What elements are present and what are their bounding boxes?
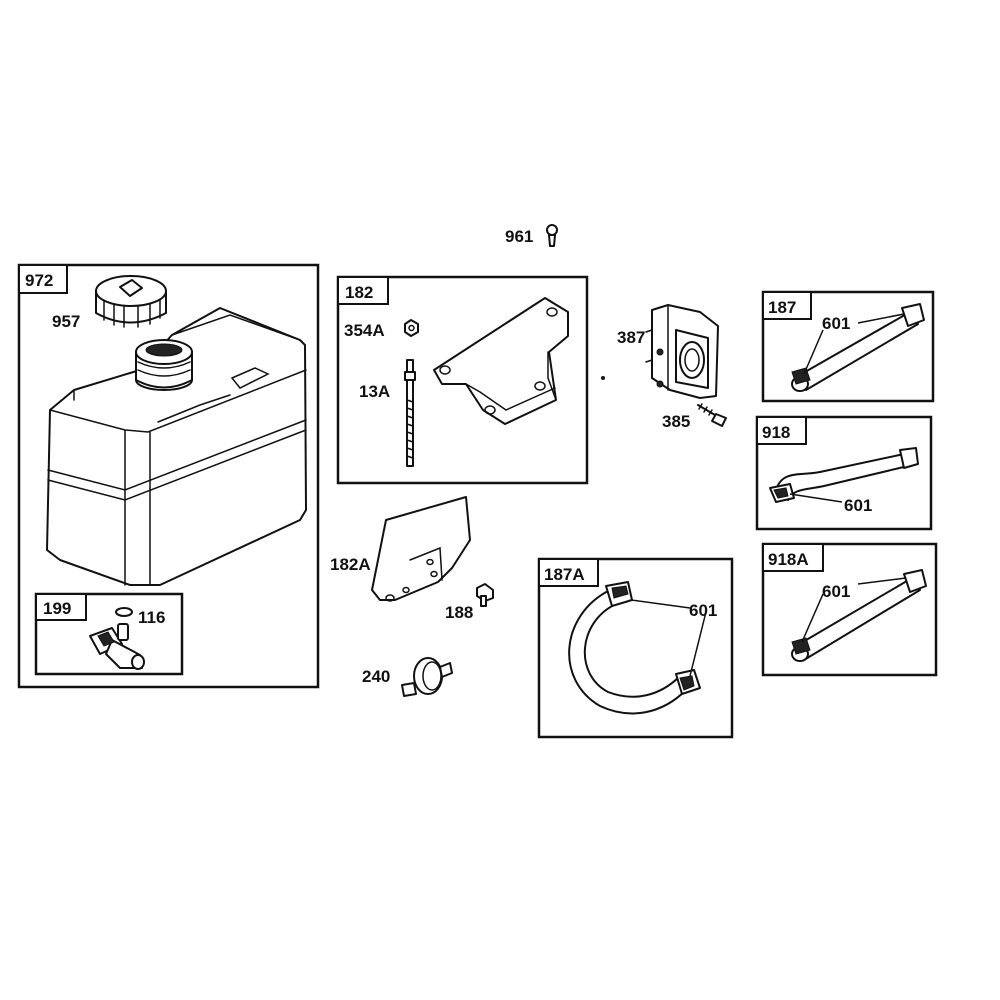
hose-918[interactable] — [769, 447, 919, 503]
shield-182A[interactable] — [371, 496, 471, 602]
part-label-961: 961 — [505, 227, 533, 246]
group-918A: 918A — [761, 542, 938, 677]
group-918-label: 918 — [762, 423, 790, 442]
group-182-tab — [337, 276, 389, 305]
fuel-pump-387[interactable] — [645, 304, 719, 399]
group-199: 199 — [34, 592, 184, 676]
leader-601-187A-a — [630, 599, 691, 609]
group-182: 182 — [336, 275, 589, 485]
part-label-240: 240 — [362, 667, 390, 686]
group-187A-label: 187A — [544, 565, 585, 584]
group-199-tab — [35, 593, 87, 621]
group-199-label: 199 — [43, 599, 71, 618]
group-187-frame — [761, 290, 935, 403]
part-label-385: 385 — [662, 412, 690, 431]
hose-187[interactable] — [791, 303, 925, 392]
part-label-601-187A: 601 — [689, 601, 717, 620]
part-label-957: 957 — [52, 312, 80, 331]
group-918A-frame — [761, 542, 938, 677]
fuel-filter-240[interactable] — [401, 657, 453, 697]
hose-918A[interactable] — [791, 569, 927, 662]
part-label-387: 387 — [617, 328, 645, 347]
part-label-182A: 182A — [330, 555, 371, 574]
group-972-label: 972 — [25, 271, 53, 290]
washer-116[interactable] — [115, 607, 133, 617]
fuel-cap[interactable] — [95, 275, 167, 328]
leader-601-187A-b — [689, 611, 707, 677]
leader-601-918A-b — [801, 593, 824, 643]
dot-mark — [601, 376, 605, 380]
group-187-label: 187 — [768, 298, 796, 317]
part-label-188: 188 — [445, 603, 473, 622]
screw-188[interactable] — [476, 583, 494, 607]
leader-601-187-a — [857, 313, 905, 324]
group-918A-label: 918A — [768, 550, 809, 569]
group-187-tab — [762, 291, 812, 320]
leader-601-918 — [789, 493, 843, 503]
group-972-frame — [17, 263, 320, 689]
group-182-frame — [336, 275, 589, 485]
hose-187A[interactable] — [568, 581, 701, 715]
group-187A-tab — [538, 558, 599, 587]
group-972-tab — [18, 264, 68, 294]
screw-385[interactable] — [697, 403, 727, 427]
nut-354A[interactable] — [404, 319, 419, 337]
group-199-frame — [34, 592, 184, 676]
leader-601-187-b — [803, 329, 824, 375]
bracket-182[interactable] — [433, 297, 569, 425]
group-918: 918 — [755, 415, 933, 531]
part-label-13A: 13A — [359, 382, 390, 401]
group-918-tab — [756, 416, 807, 445]
group-182-label: 182 — [345, 283, 373, 302]
part-label-116: 116 — [138, 608, 165, 627]
group-918-frame — [755, 415, 933, 531]
fuel-tank[interactable] — [46, 307, 307, 586]
part-label-601-918A: 601 — [822, 582, 850, 601]
group-187: 187 — [761, 290, 935, 403]
leader-601-918A-a — [857, 577, 907, 585]
group-972: 972 — [17, 263, 320, 689]
group-187A: 187A — [537, 557, 734, 739]
part-label-354A: 354A — [344, 321, 385, 340]
group-918A-tab — [762, 543, 824, 572]
shutoff-valve[interactable] — [89, 623, 145, 670]
group-187A-frame — [537, 557, 734, 739]
part-label-601-187: 601 — [822, 314, 850, 333]
screw-961[interactable] — [546, 224, 558, 247]
stud-13A[interactable] — [404, 359, 416, 467]
part-label-601-918: 601 — [844, 496, 872, 515]
